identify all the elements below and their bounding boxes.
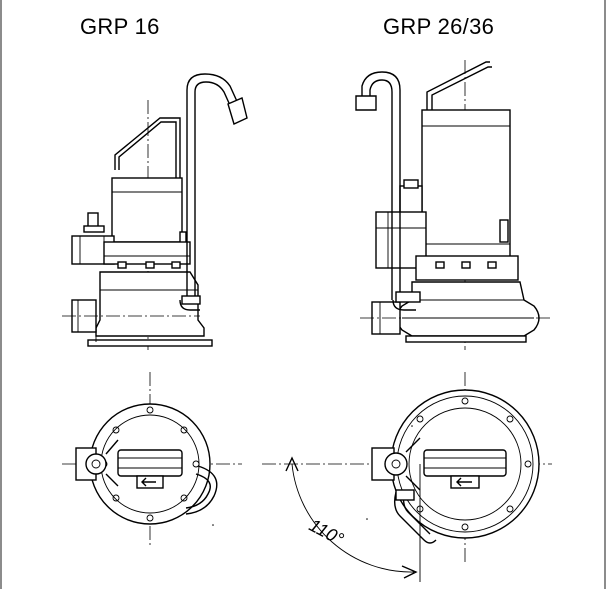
grp26-handle xyxy=(426,61,490,110)
grp26-top-handle-bar xyxy=(423,449,507,477)
grp26-36-side-view xyxy=(355,60,552,350)
angle-label: 110° xyxy=(306,515,347,550)
grp26-motor-body xyxy=(421,109,511,259)
grp16-top-pipe xyxy=(185,465,218,515)
grp26-36-top-view: 110° xyxy=(262,372,552,582)
grp16-pump-housing xyxy=(95,271,205,337)
grp16-top-view xyxy=(62,372,242,548)
grp16-handle xyxy=(114,117,181,180)
grp26-pump-housing xyxy=(396,281,540,337)
grp16-motor-body xyxy=(111,177,183,243)
grp16-cable-gland xyxy=(87,212,99,228)
grp26-top-pipe xyxy=(393,491,437,544)
model-label-grp26-36: GRP 26/36 xyxy=(383,14,495,39)
swing-angle-arc xyxy=(291,463,415,573)
model-label-grp16: GRP 16 xyxy=(80,14,160,39)
grp16-top-handle-bar xyxy=(117,449,183,477)
angle-arrow-bottom xyxy=(401,565,418,579)
grp16-riser-pipe xyxy=(186,73,241,300)
grp16-side-view xyxy=(62,73,248,350)
angle-arrow-top xyxy=(285,456,299,472)
grp26-riser-pipe xyxy=(361,71,401,300)
